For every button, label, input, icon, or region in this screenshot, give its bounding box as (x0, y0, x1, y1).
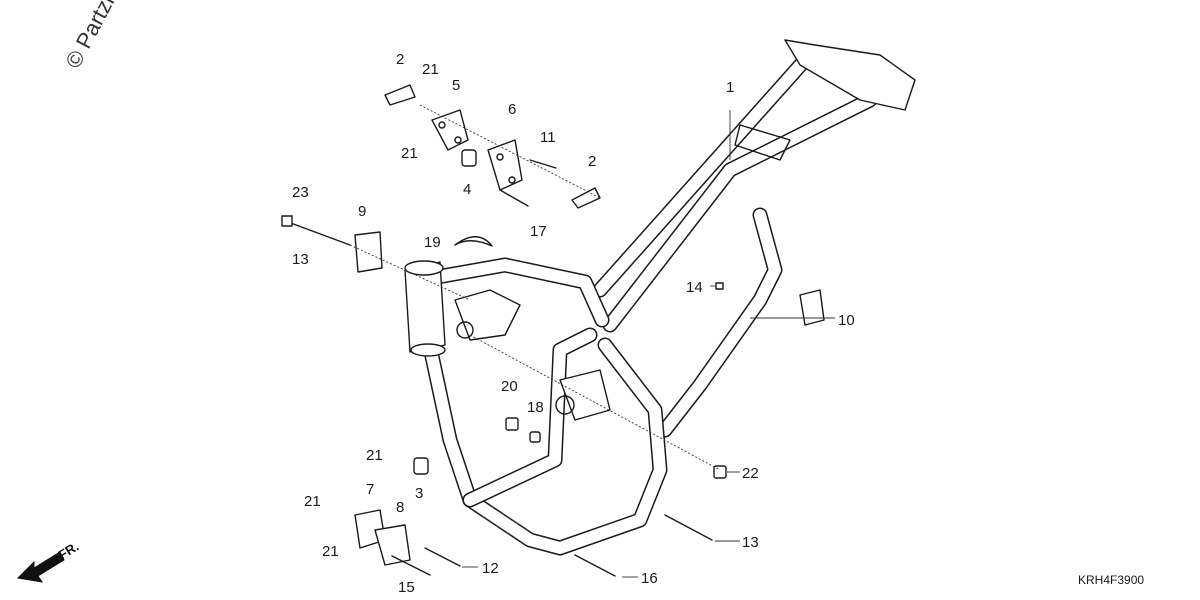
callout-3[interactable]: 3 (415, 485, 423, 502)
watermark: © Partzilla (60, 0, 130, 72)
clip-19[interactable] (454, 236, 493, 247)
callout-13-upper[interactable]: 13 (292, 251, 309, 268)
callout-20[interactable]: 20 (501, 378, 518, 395)
callout-2-upper[interactable]: 2 (396, 51, 404, 68)
callout-21-a[interactable]: 21 (422, 61, 439, 78)
engine-hanger-plate-6[interactable] (487, 139, 523, 191)
nut-18[interactable] (529, 431, 541, 443)
callout-21-b[interactable]: 21 (401, 145, 418, 162)
engine-hanger-plate-lower[interactable] (354, 509, 411, 566)
callout-22[interactable]: 22 (742, 465, 759, 482)
leader-lines (349, 104, 835, 578)
callout-15[interactable]: 15 (398, 579, 415, 596)
collar-4[interactable] (461, 149, 477, 167)
bolt-13-upper[interactable] (281, 215, 351, 246)
main-frame[interactable] (404, 39, 916, 556)
bolt-13-lower[interactable] (664, 514, 713, 541)
callout-19[interactable]: 19 (424, 234, 441, 251)
sensor-10[interactable] (799, 289, 825, 326)
bolt-12[interactable] (424, 547, 461, 567)
callout-16[interactable]: 16 (641, 570, 658, 587)
clamp-2-lower[interactable] (571, 187, 601, 209)
front-direction-indicator: FR. (16, 539, 81, 583)
collar-3[interactable] (413, 457, 429, 475)
nut-22[interactable] (713, 465, 727, 479)
callout-1[interactable]: 1 (726, 79, 734, 96)
callout-11[interactable]: 11 (540, 129, 556, 146)
callout-4[interactable]: 4 (463, 181, 471, 198)
callout-6[interactable]: 6 (508, 101, 516, 118)
bolt-17[interactable] (499, 189, 529, 207)
bolt-11[interactable] (529, 159, 557, 169)
clamp-2-upper[interactable] (384, 84, 416, 106)
callout-7[interactable]: 7 (366, 481, 374, 498)
front-arrow-icon (16, 551, 65, 583)
callout-9[interactable]: 9 (358, 203, 366, 220)
diagram-code: KRH4F3900 (1078, 573, 1144, 587)
bolt-16[interactable] (574, 554, 616, 577)
engine-hanger-plate-upper[interactable] (431, 109, 469, 151)
callout-21-e[interactable]: 21 (322, 543, 339, 560)
callout-2-lower[interactable]: 2 (588, 153, 596, 170)
callout-23[interactable]: 23 (292, 184, 309, 201)
callout-14[interactable]: 14 (686, 279, 703, 296)
callout-10[interactable]: 10 (838, 312, 855, 329)
callouts: 1 2 2 3 4 5 6 7 8 9 10 11 12 13 13 14 15… (292, 51, 855, 596)
callout-21-d[interactable]: 21 (304, 493, 321, 510)
callout-21-c[interactable]: 21 (366, 447, 383, 464)
bolt-15[interactable] (391, 555, 431, 576)
callout-5[interactable]: 5 (452, 77, 460, 94)
callout-12[interactable]: 12 (482, 560, 499, 577)
callout-13-lower[interactable]: 13 (742, 534, 759, 551)
nut-20[interactable] (505, 417, 519, 431)
bracket-9[interactable] (354, 231, 383, 273)
callout-8[interactable]: 8 (396, 499, 404, 516)
callout-18[interactable]: 18 (527, 399, 544, 416)
nut-14[interactable] (715, 282, 724, 290)
callout-17[interactable]: 17 (530, 223, 547, 240)
